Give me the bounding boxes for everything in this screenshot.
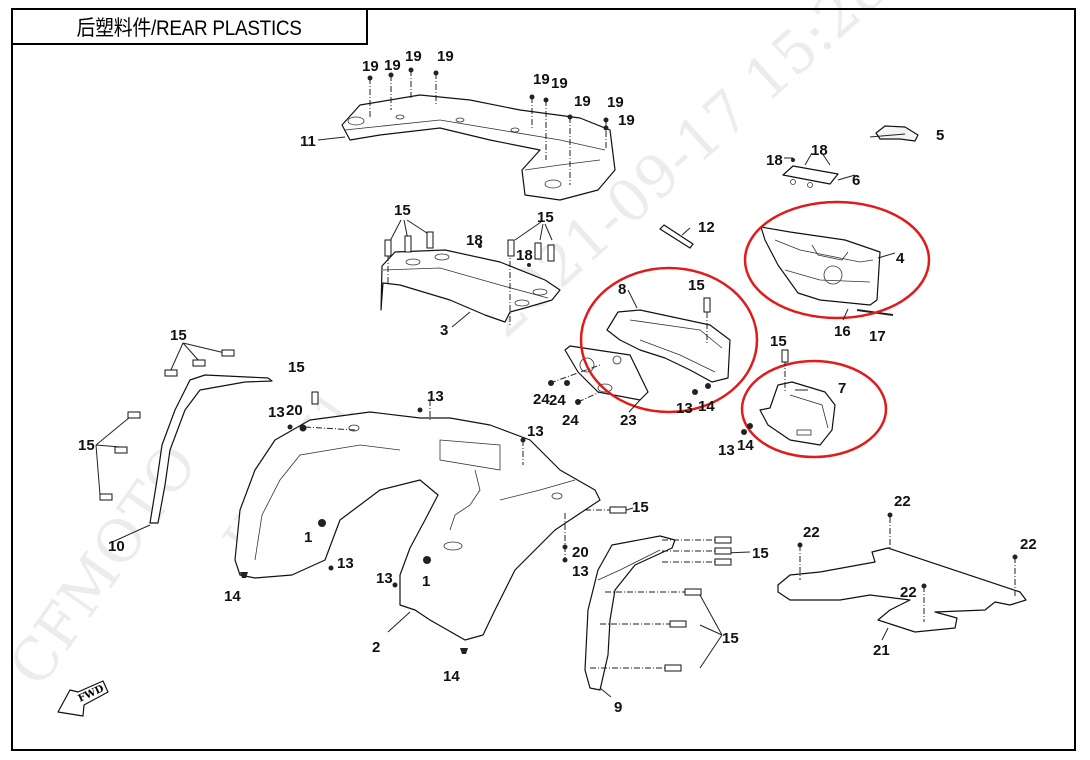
part-11-rear-rack (341, 94, 616, 201)
callout-13: 13 (718, 442, 735, 459)
callout-12: 12 (698, 219, 715, 236)
highlight-part-4 (743, 200, 931, 320)
callout-19: 19 (384, 57, 401, 74)
part-8-trim-panel (606, 309, 731, 383)
callout-6: 6 (852, 172, 860, 189)
callout-4: 4 (896, 250, 905, 267)
callout-1: 1 (422, 573, 430, 590)
part-23-side-cover (564, 345, 649, 401)
callout-13: 13 (427, 388, 444, 405)
callout-15: 15 (632, 499, 649, 516)
callout-18: 18 (811, 142, 828, 159)
callout-19: 19 (533, 71, 550, 88)
callout-24: 24 (549, 392, 566, 409)
callout-19: 19 (437, 48, 454, 65)
title-box: 后塑料件/REAR PLASTICS (11, 8, 368, 45)
callout-13: 13 (676, 400, 693, 417)
callout-17: 17 (869, 328, 886, 345)
callout-19: 19 (618, 112, 635, 129)
callout-19: 19 (607, 94, 624, 111)
callout-13: 13 (268, 404, 285, 421)
callout-22: 22 (1020, 536, 1037, 553)
highlight-part-8 (579, 266, 759, 414)
callout-23: 23 (620, 412, 637, 429)
callout-13: 13 (572, 563, 589, 580)
callout-15: 15 (537, 209, 554, 226)
callout-2: 2 (372, 639, 380, 656)
callout-15: 15 (688, 277, 705, 294)
callout-5: 5 (936, 127, 944, 144)
part-12-seal-strip (659, 224, 694, 249)
callout-15: 15 (394, 202, 411, 219)
callout-11: 11 (300, 133, 316, 150)
part-3-rear-cover (380, 249, 561, 323)
callout-22: 22 (900, 584, 917, 601)
callout-15: 15 (170, 327, 187, 344)
callout-labels: 19 19 19 19 19 19 19 19 19 11 5 18 18 6 … (78, 48, 1037, 716)
fwd-arrow: FWD (57, 680, 109, 717)
callout-13: 13 (527, 423, 544, 440)
callout-13: 13 (337, 555, 354, 572)
part-21-floor-mat (777, 547, 1027, 633)
callout-24: 24 (562, 412, 579, 429)
callout-15: 15 (722, 630, 739, 647)
part-9-mudguard-right (584, 535, 676, 691)
page-title: 后塑料件/REAR PLASTICS (76, 16, 303, 40)
part-6-bracket (782, 165, 839, 188)
fastener-axis-lines (304, 70, 1016, 669)
leader-lines (95, 133, 906, 698)
callout-19: 19 (574, 93, 591, 110)
callout-18: 18 (766, 152, 783, 169)
callout-22: 22 (803, 524, 820, 541)
callout-22: 22 (894, 493, 911, 510)
drawing-frame (11, 8, 1076, 751)
part-4-rear-panel (760, 226, 881, 306)
callout-14: 14 (224, 588, 241, 605)
callout-20: 20 (286, 402, 303, 419)
callout-18: 18 (516, 247, 533, 264)
callout-8: 8 (618, 281, 626, 298)
callout-19: 19 (405, 48, 422, 65)
callout-9: 9 (614, 699, 622, 716)
part-10-trim-strip (149, 374, 273, 524)
callout-15: 15 (288, 359, 305, 376)
callout-21: 21 (873, 642, 890, 659)
fasteners (99, 67, 1018, 672)
part-7-side-cover-right (759, 381, 836, 446)
part-5-latch (875, 125, 919, 142)
callout-1: 1 (304, 529, 312, 546)
callout-10: 10 (108, 538, 125, 555)
callout-15: 15 (752, 545, 769, 562)
part-2-rear-fender (234, 411, 601, 641)
callout-19: 19 (551, 75, 568, 92)
watermark-brand: CFMOTO (0, 431, 211, 698)
callout-24: 24 (533, 391, 550, 408)
callout-15: 15 (78, 437, 95, 454)
callout-16: 16 (834, 323, 851, 340)
callout-14: 14 (737, 437, 754, 454)
callout-13: 13 (376, 570, 393, 587)
callout-3: 3 (440, 322, 448, 339)
callout-18: 18 (466, 232, 483, 249)
callout-19: 19 (362, 58, 379, 75)
callout-14: 14 (443, 668, 460, 685)
callout-7: 7 (838, 380, 846, 397)
callout-14: 14 (698, 398, 715, 415)
highlight-part-7 (740, 359, 888, 459)
callout-15: 15 (770, 333, 787, 350)
callout-20: 20 (572, 544, 589, 561)
